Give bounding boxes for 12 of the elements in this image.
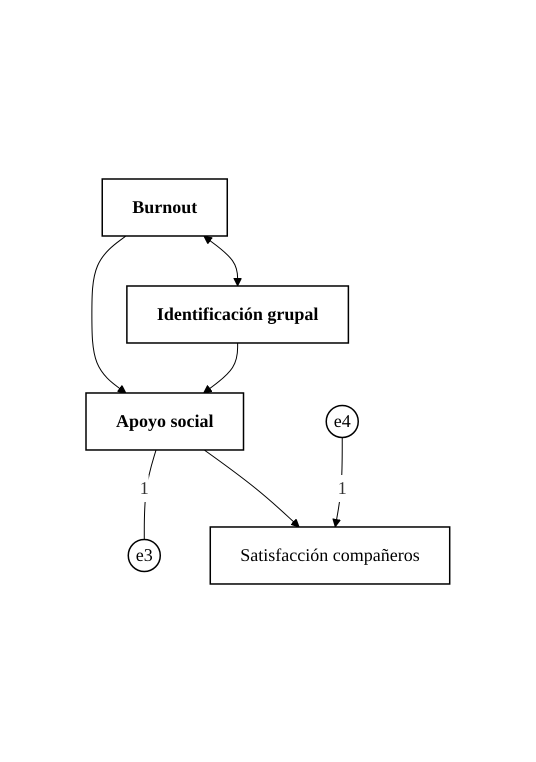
node-box bbox=[102, 178, 228, 236]
node-circle bbox=[128, 538, 162, 572]
node-box bbox=[210, 526, 451, 584]
node-circle bbox=[326, 404, 360, 438]
arrow bbox=[92, 235, 127, 393]
node-box bbox=[85, 392, 244, 450]
node-box bbox=[126, 284, 350, 344]
edge-label: 1 bbox=[338, 477, 347, 498]
arrow bbox=[203, 342, 238, 393]
arrow bbox=[204, 449, 300, 527]
edge-label: 1 bbox=[140, 477, 149, 498]
arrow bbox=[204, 235, 242, 286]
